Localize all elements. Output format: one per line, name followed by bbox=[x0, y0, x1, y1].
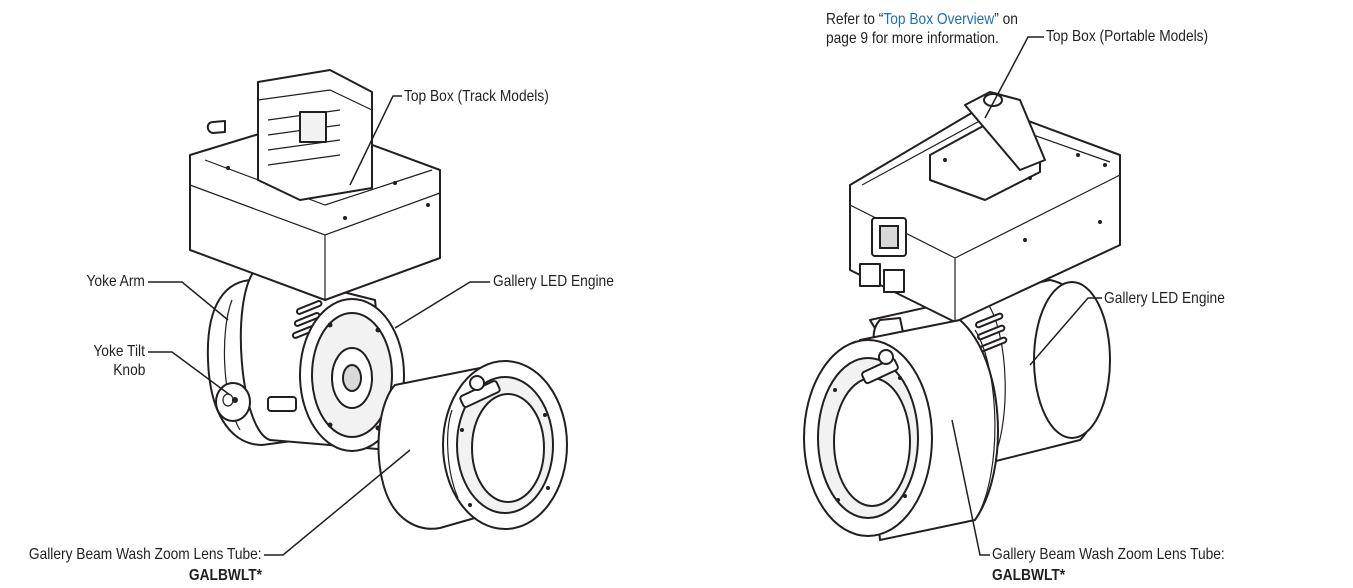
top-box-overview-link[interactable]: Top Box Overview bbox=[883, 11, 995, 28]
top-box-track-left bbox=[189, 69, 441, 301]
top-box-portable-label: Top Box (Portable Models) bbox=[1046, 28, 1209, 45]
yoke-tilt-knob-label-line2: Knob bbox=[112, 362, 145, 379]
leader-lens-tube-right bbox=[951, 419, 990, 556]
leader-top-box-left bbox=[349, 95, 402, 186]
right-fixture-drawing bbox=[803, 36, 1121, 556]
leader-lens-tube-left bbox=[264, 449, 411, 556]
refer-note-line2: page 9 for more information. bbox=[826, 30, 999, 47]
lens-tube-part-right: GALBWLT* bbox=[992, 567, 1066, 584]
engine-label-right: Gallery LED Engine bbox=[1104, 290, 1225, 307]
left-fixture-drawing bbox=[148, 69, 568, 556]
top-box-portable-right bbox=[849, 91, 1121, 323]
engine-label-left: Gallery LED Engine bbox=[493, 273, 614, 290]
leader-yoke-tilt-knob bbox=[148, 351, 231, 396]
leader-engine-right bbox=[1029, 297, 1102, 366]
lens-tube-label-left: Gallery Beam Wash Zoom Lens Tube: bbox=[29, 546, 262, 563]
refer-prefix: Refer to “ bbox=[826, 11, 884, 28]
yoke-arm-label: Yoke Arm bbox=[86, 273, 145, 290]
yoke-tilt-knob-label-line1: Yoke Tilt bbox=[93, 343, 145, 360]
yoke-tilt-knob-left bbox=[215, 382, 297, 422]
lens-tube-label-right: Gallery Beam Wash Zoom Lens Tube: bbox=[992, 546, 1225, 563]
top-box-track-label: Top Box (Track Models) bbox=[404, 88, 549, 105]
leader-engine-left bbox=[394, 281, 490, 329]
lens-tube-right bbox=[803, 319, 999, 541]
lens-tube-left bbox=[377, 360, 568, 530]
engine-vents-right bbox=[975, 312, 1008, 353]
refer-note-line1: Refer to “Top Box Overview” on bbox=[826, 10, 1018, 29]
refer-suffix: ” on bbox=[994, 11, 1018, 28]
lens-tube-part-left: GALBWLT* bbox=[188, 567, 262, 584]
leader-top-box-right bbox=[984, 36, 1044, 119]
leader-yoke-arm bbox=[148, 281, 229, 321]
